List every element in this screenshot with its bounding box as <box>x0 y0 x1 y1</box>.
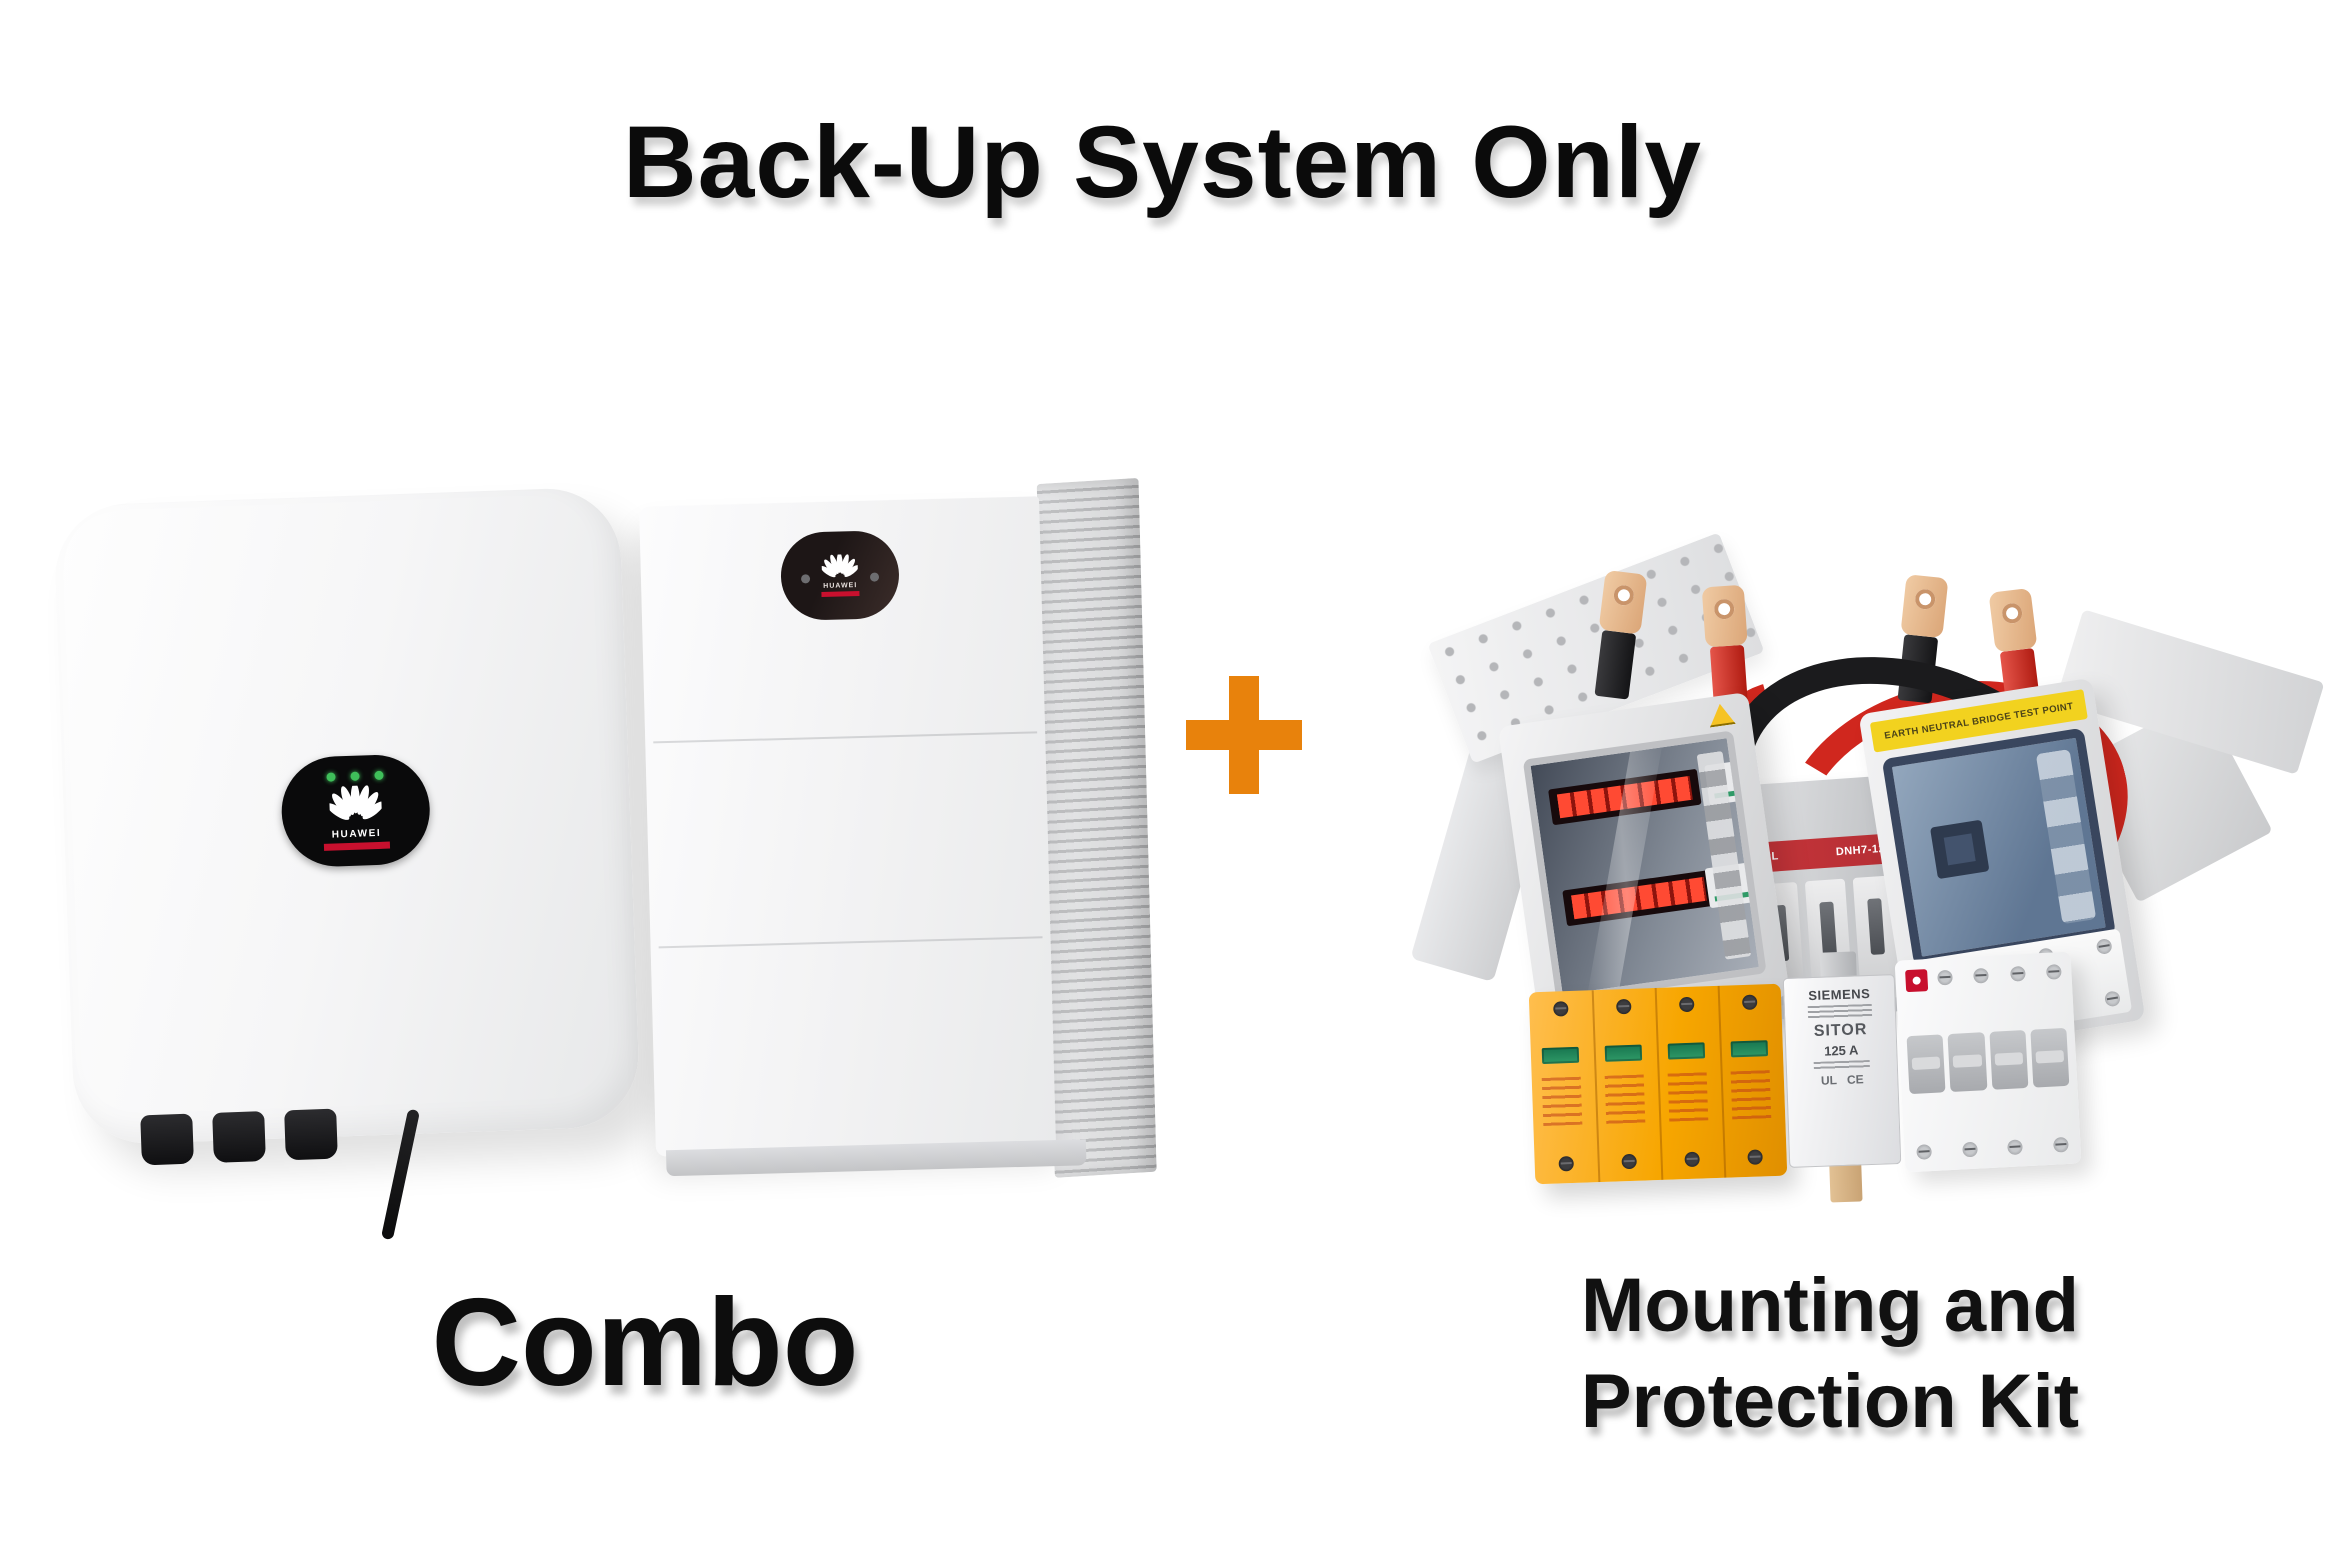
copper-lug-tip <box>1900 574 1949 639</box>
inverter-brand-label: HUAWEI <box>331 827 382 841</box>
led-green-icon <box>349 771 360 781</box>
battery-red-strip <box>821 590 860 597</box>
breaker-toggle <box>1988 1030 2029 1090</box>
battery-product: HUAWEI <box>639 477 1162 1207</box>
terminal-screw-row <box>1916 1136 2069 1160</box>
plus-horizontal-bar <box>1186 720 1302 750</box>
glass-glare <box>1584 730 1667 1003</box>
screw-icon <box>2103 990 2122 1008</box>
breaker-toggle-bank <box>1906 1027 2070 1095</box>
huawei-logo-icon <box>821 554 859 578</box>
spd-module <box>1530 1034 1597 1140</box>
breaker-toggle <box>2030 1027 2070 1088</box>
distribution-box-window <box>1522 730 1767 1003</box>
module-print <box>1730 1070 1772 1120</box>
spd-modules <box>1530 1028 1785 1141</box>
screw-icon <box>1558 1155 1574 1172</box>
huawei-logo-icon <box>328 784 383 820</box>
copper-lug-tip <box>1988 587 2038 653</box>
screw-icon <box>1973 967 1990 984</box>
battery-display-panel: HUAWEI <box>779 529 901 622</box>
ce-mark: CE <box>1846 1072 1864 1087</box>
ul-mark: UL <box>1820 1073 1838 1088</box>
led-green-icon <box>373 770 384 781</box>
warning-triangle-icon <box>1707 702 1736 727</box>
fuse-cert-marks: UL CE <box>1821 1072 1864 1087</box>
led-green-icon <box>325 772 336 782</box>
spd-module <box>1593 1032 1660 1138</box>
status-led-row <box>325 770 384 782</box>
battery-brand-label: HUAWEI <box>823 582 858 590</box>
battery-seam <box>658 936 1043 949</box>
inverter-red-strip <box>323 841 391 851</box>
protection-kit-group: GRL DNH7-125 EARTH NEUTRAL BRIDGE TEST P… <box>1410 528 2325 1210</box>
module-print <box>1667 1072 1709 1122</box>
spd-module <box>1719 1028 1786 1134</box>
fuse-series: SITOR <box>1813 1021 1868 1040</box>
surge-protector <box>1528 983 1788 1185</box>
screw-icon <box>1678 996 1695 1013</box>
module-print <box>1604 1074 1646 1124</box>
vent-slots <box>1696 751 1752 960</box>
breaker-toggle <box>1906 1034 1946 1095</box>
page-title: Back-Up System Only <box>622 105 1703 219</box>
screw-icon <box>1916 1144 1933 1160</box>
screw-icon <box>1684 1151 1700 1168</box>
screw-icon <box>2095 937 2113 956</box>
inverter-display-panel: HUAWEI <box>279 753 432 869</box>
screw-icon <box>2045 964 2062 980</box>
inverter-connector <box>140 1113 194 1166</box>
screw-icon <box>1616 998 1632 1015</box>
vent-slots <box>2035 749 2097 925</box>
screw-icon <box>1553 1001 1569 1017</box>
fuse-fine-print <box>1813 1060 1870 1071</box>
breaker-toggle <box>1947 1032 1987 1092</box>
fuse-body: SIEMENS SITOR 125 A UL CE <box>1782 974 1902 1168</box>
fuse-rating: 125 A <box>1823 1042 1859 1059</box>
brand-red-badge <box>1905 969 1929 993</box>
battery-heatsink-side <box>1036 477 1157 1178</box>
screw-icon <box>1741 994 1758 1011</box>
terminal-screw-row <box>1937 964 2062 986</box>
kit-caption: Mounting and Protection Kit <box>1452 1258 2208 1450</box>
dc-distribution-box <box>1497 691 1791 1032</box>
status-window <box>1542 1046 1580 1065</box>
cable-sleeve <box>1594 629 1637 700</box>
red-led-display <box>1562 869 1716 927</box>
fuse-brand: SIEMENS <box>1808 985 1871 1004</box>
module-print <box>1541 1076 1583 1127</box>
enclosure-blue-window <box>1881 727 2117 967</box>
screw-icon <box>2007 1139 2024 1156</box>
copper-lug-tip <box>1701 584 1748 648</box>
inverter-product: HUAWEI <box>52 486 645 1265</box>
screw-icon <box>2009 965 2026 982</box>
kit-caption-line2: Protection Kit <box>1580 1358 2080 1444</box>
copper-lug-tip <box>1598 569 1648 635</box>
inverter-body: HUAWEI <box>52 486 641 1146</box>
spd-module <box>1656 1030 1723 1136</box>
screw-icon <box>1747 1149 1763 1165</box>
four-pole-breaker <box>1894 951 2082 1173</box>
plus-icon <box>1186 676 1302 794</box>
status-window <box>1730 1040 1768 1058</box>
battery-seam <box>653 731 1038 744</box>
battery-front-panel: HUAWEI <box>639 496 1056 1157</box>
kit-caption-line1: Mounting and <box>1580 1263 2080 1348</box>
siemens-fuse: SIEMENS SITOR 125 A UL CE <box>1782 951 1902 1203</box>
inverter-connector <box>284 1108 338 1161</box>
screw-icon <box>1961 1141 1978 1158</box>
screw-icon <box>1621 1153 1637 1170</box>
screw-icon <box>1937 969 1953 986</box>
inverter-connector <box>212 1111 266 1163</box>
fuse-fine-print <box>1807 1003 1873 1021</box>
screw-icon <box>2053 1136 2069 1153</box>
meter-display <box>1929 819 1990 880</box>
combo-caption: Combo <box>431 1274 859 1412</box>
status-window <box>1667 1042 1705 1060</box>
status-window <box>1604 1044 1643 1062</box>
